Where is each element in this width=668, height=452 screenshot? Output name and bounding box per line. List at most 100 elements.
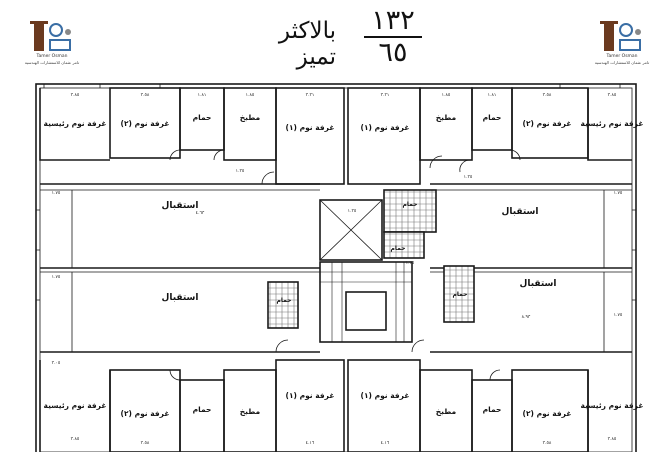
plan-title: بالاكثر تميز [278, 18, 336, 70]
door-swing [411, 339, 425, 353]
dimension-label: ١.٣٥ [464, 174, 473, 180]
room-label-kitchen: مطبخ [240, 407, 261, 416]
dimension-label: ٣.٥٨ [141, 92, 150, 98]
room-bedroom1-bottom-left [275, 359, 345, 452]
room-label-hall: استقبال [520, 279, 557, 289]
room-kitchen-top-right [419, 87, 473, 161]
company-logo-left: Tamer Osman تامر عثمان للاستشارات الهندس… [20, 18, 84, 68]
logo-brand-text: Tamer Osman [36, 54, 68, 59]
outer-wall-inner [39, 87, 633, 452]
area-fraction: ١٣٢ ٦٥ [360, 6, 426, 68]
room-label-bedroom2: غرفة نوم (٢) [121, 409, 170, 418]
room-label-hall: استقبال [162, 201, 199, 211]
room-label-bedroom1: غرفة نوم (١) [286, 391, 335, 400]
door-swing [459, 159, 471, 173]
room-bedroom1-top-right [347, 87, 421, 185]
bath-hatched-right [443, 265, 475, 323]
dimension-label: ١.٣٥ [348, 208, 357, 214]
room-bedroom1-top-left [275, 87, 345, 185]
dimension-label: ٤.١٦ [381, 441, 390, 446]
room-label-kitchen: مطبخ [436, 113, 457, 122]
room-label-master-bedroom: غرفة نوم رئيسية [581, 401, 644, 410]
dimension-label: ٣.٨٥ [71, 436, 80, 442]
dimension-label: ١.٧٥ [52, 275, 61, 280]
door-swing [429, 155, 443, 169]
dimension-label: ٤.١٦ [306, 441, 315, 446]
window-mark [36, 209, 636, 301]
room-label-bath: حمام [483, 113, 502, 122]
wall [71, 190, 605, 268]
dimension-label: ١.٧٥ [614, 191, 623, 196]
door-swing [275, 339, 289, 353]
door-swing [261, 171, 275, 185]
room-label-hall: استقبال [162, 293, 199, 303]
room-bedroom1-bottom-right [347, 359, 421, 452]
room-label-bath: حمام [391, 245, 406, 252]
window-mark [43, 84, 621, 88]
room-label-bedroom2: غرفة نوم (٢) [523, 119, 572, 128]
door-swing [169, 149, 181, 161]
room-label-bath: حمام [483, 405, 502, 414]
wall [587, 88, 632, 161]
dimension-label: ١.٧٥ [52, 191, 61, 196]
room-label-kitchen: مطبخ [240, 113, 261, 122]
dimension-label: ٣.٨٥ [608, 436, 617, 442]
wall [71, 272, 605, 352]
wall [39, 88, 110, 161]
fraction-denominator: ٦٥ [378, 37, 408, 68]
room-bath-bottom-left [179, 379, 225, 452]
stair-treads [320, 262, 412, 342]
bath-hatched-mid [383, 231, 425, 259]
room-label-master-bedroom: غرفة نوم رئيسية [581, 119, 644, 128]
dimension-label: ٨.٩٣ [522, 314, 531, 320]
dimension-label: ٤.٦٣ [196, 210, 205, 216]
building-logo-icon [600, 21, 641, 51]
room-kitchen-top-left [223, 87, 277, 161]
room-label-bath: حمام [403, 201, 418, 208]
stair-well [345, 291, 387, 331]
room-label-kitchen: مطبخ [436, 407, 457, 416]
logo-subtitle-text: تامر عثمان للاستشارات الهندسية [594, 60, 650, 65]
dimension-label: ٣.٥٨ [141, 440, 150, 446]
dimension-label: ٣.٣١ [381, 92, 390, 98]
dimension-label: ٣.٥٨ [543, 440, 552, 446]
door-swing [169, 369, 181, 381]
elevator-shaft [319, 199, 383, 261]
logo-brand-text: Tamer Osman [606, 54, 638, 59]
dimension-label: ١.٨٥ [442, 93, 451, 98]
company-logo-right: Tamer Osman تامر عثمان للاستشارات الهندس… [590, 18, 654, 68]
door-swing [489, 369, 501, 381]
room-label-bath: حمام [277, 297, 292, 304]
fraction-bar [364, 36, 422, 38]
room-label-bath: حمام [193, 113, 212, 122]
dimension-label: ٣.٣١ [306, 92, 315, 98]
door-swing [509, 149, 521, 161]
room-label-bedroom2: غرفة نوم (٢) [523, 409, 572, 418]
room-label-bedroom1: غرفة نوم (١) [361, 123, 410, 132]
room-bath-bottom-right [471, 379, 513, 452]
dimension-label: ١.٣٥ [406, 260, 415, 266]
dimension-label: ٣.٨٥ [608, 92, 617, 98]
room-label-bedroom2: غرفة نوم (٢) [121, 119, 170, 128]
dimension-label: ١.٨٥ [246, 93, 255, 98]
outer-wall [35, 83, 637, 452]
dimension-label: ٣.٠٥ [52, 360, 61, 366]
dimension-label: ١.٣٥ [236, 168, 245, 174]
room-label-master-bedroom: غرفة نوم رئيسية [44, 119, 107, 128]
room-label-hall: استقبال [502, 207, 539, 217]
room-label-bath: حمام [193, 405, 212, 414]
room-label-master-bedroom: غرفة نوم رئيسية [44, 401, 107, 410]
dimension-label: ١.٨١ [488, 93, 497, 98]
dimension-label: ٣.٥٨ [543, 92, 552, 98]
door-swing [213, 149, 225, 161]
fraction-numerator: ١٣٢ [371, 5, 415, 36]
dimension-label: ١.٨١ [198, 93, 207, 98]
bath-hatched-upper [383, 189, 437, 233]
room-label-bedroom1: غرفة نوم (١) [361, 391, 410, 400]
dimension-label: ٣.٨٥ [71, 92, 80, 98]
stair-core [319, 261, 413, 343]
room-label-bath: حمام [453, 291, 468, 298]
building-logo-icon [30, 21, 71, 51]
